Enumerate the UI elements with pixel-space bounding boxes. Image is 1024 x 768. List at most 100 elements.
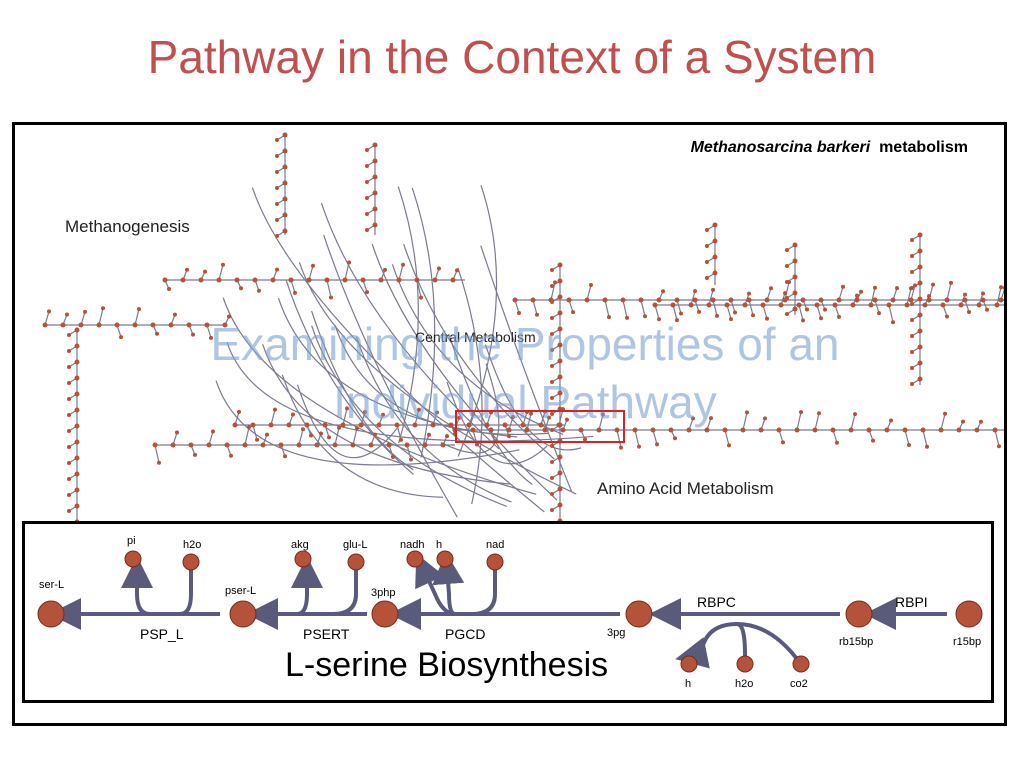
bg-node [345, 406, 349, 411]
bg-node [962, 297, 968, 303]
bg-node [340, 422, 346, 428]
bg-node [792, 242, 798, 248]
bg-node [74, 503, 80, 509]
reaction-label-rbpi: RBPI [895, 594, 928, 610]
bg-node [922, 302, 928, 308]
bg-node [712, 270, 718, 276]
label-r15bp: r15bp [953, 636, 981, 648]
bg-node [705, 276, 709, 280]
bg-node [188, 442, 194, 448]
bg-node [850, 302, 856, 308]
bg-node [358, 422, 364, 428]
bg-node [291, 412, 295, 417]
bg-node [557, 486, 563, 492]
bg-node [337, 425, 341, 430]
bg-edge [616, 429, 622, 448]
bg-node [67, 349, 71, 353]
bg-node [471, 412, 475, 417]
bg-node [792, 274, 798, 280]
node-akg [294, 550, 312, 568]
bg-node [785, 296, 789, 300]
bg-connector [391, 264, 564, 435]
bg-node [902, 427, 908, 433]
bg-node [417, 407, 421, 412]
bg-node [378, 277, 384, 283]
bg-node [74, 423, 80, 429]
label-ser-L: ser-L [39, 579, 64, 591]
bg-edge [586, 284, 592, 301]
bg-node [67, 445, 71, 449]
bg-node [96, 322, 102, 328]
bg-node [792, 290, 798, 296]
bg-edge [98, 308, 104, 326]
bg-node [67, 477, 71, 481]
bg-node [565, 417, 569, 422]
bg-node [910, 334, 914, 338]
label-h2o-rbpc: h2o [735, 678, 753, 690]
bg-node [557, 422, 563, 428]
bg-edge [708, 289, 714, 306]
bg-node [175, 430, 179, 435]
bg-node [712, 254, 718, 260]
bg-node [372, 174, 378, 180]
bg-node [751, 313, 755, 318]
bg-node [710, 297, 716, 303]
bg-node [904, 302, 910, 308]
bg-node [119, 335, 123, 340]
bg-node [637, 444, 641, 449]
bg-node [557, 294, 563, 300]
bg-node [557, 262, 563, 268]
bg-node [67, 509, 71, 513]
bg-node [910, 366, 914, 370]
edge-h2o-rbpc [736, 622, 747, 658]
bg-edge [888, 304, 894, 323]
bg-node [114, 322, 120, 328]
bg-node [785, 280, 789, 284]
bg-node [688, 302, 694, 308]
bg-node [976, 302, 982, 308]
bg-node [712, 238, 718, 244]
bg-node [455, 268, 459, 273]
bg-edge [252, 424, 258, 440]
bg-node [794, 427, 800, 433]
bg-node [78, 322, 84, 328]
bg-node [550, 380, 554, 384]
bg-connector [397, 186, 419, 444]
bg-node [372, 190, 378, 196]
bg-node [979, 419, 983, 424]
bg-node [342, 277, 348, 283]
label-h-rbpc: h [685, 678, 691, 690]
bg-node [186, 322, 192, 328]
bg-node [958, 302, 964, 308]
bg-node [871, 438, 875, 443]
bg-connector [298, 262, 577, 495]
bg-connector [296, 384, 399, 459]
bg-node [817, 411, 821, 416]
bg-node [65, 312, 69, 317]
bg-node [74, 359, 80, 365]
bg-node [796, 302, 802, 308]
bg-node [614, 427, 620, 433]
bg-node [769, 286, 773, 291]
bg-node [327, 435, 331, 440]
bg-node [799, 410, 803, 415]
bg-node [967, 309, 971, 314]
organism-label: Methanosarcina barkeri metabolism [690, 139, 968, 156]
bg-connector [480, 245, 573, 492]
bg-node [368, 442, 374, 448]
bg-node [550, 348, 554, 352]
bg-node [365, 290, 369, 295]
bg-node [265, 432, 269, 437]
bg-node [643, 314, 647, 319]
bg-node [557, 342, 563, 348]
bg-node [484, 422, 490, 428]
bg-node [74, 471, 80, 477]
bg-edge [334, 427, 340, 446]
pathway-highlight-box [455, 410, 625, 443]
bg-node [763, 416, 767, 421]
bg-node [920, 427, 926, 433]
bg-node [745, 410, 749, 415]
bg-node [373, 432, 377, 437]
bg-edge [550, 282, 556, 301]
bg-node [812, 427, 818, 433]
